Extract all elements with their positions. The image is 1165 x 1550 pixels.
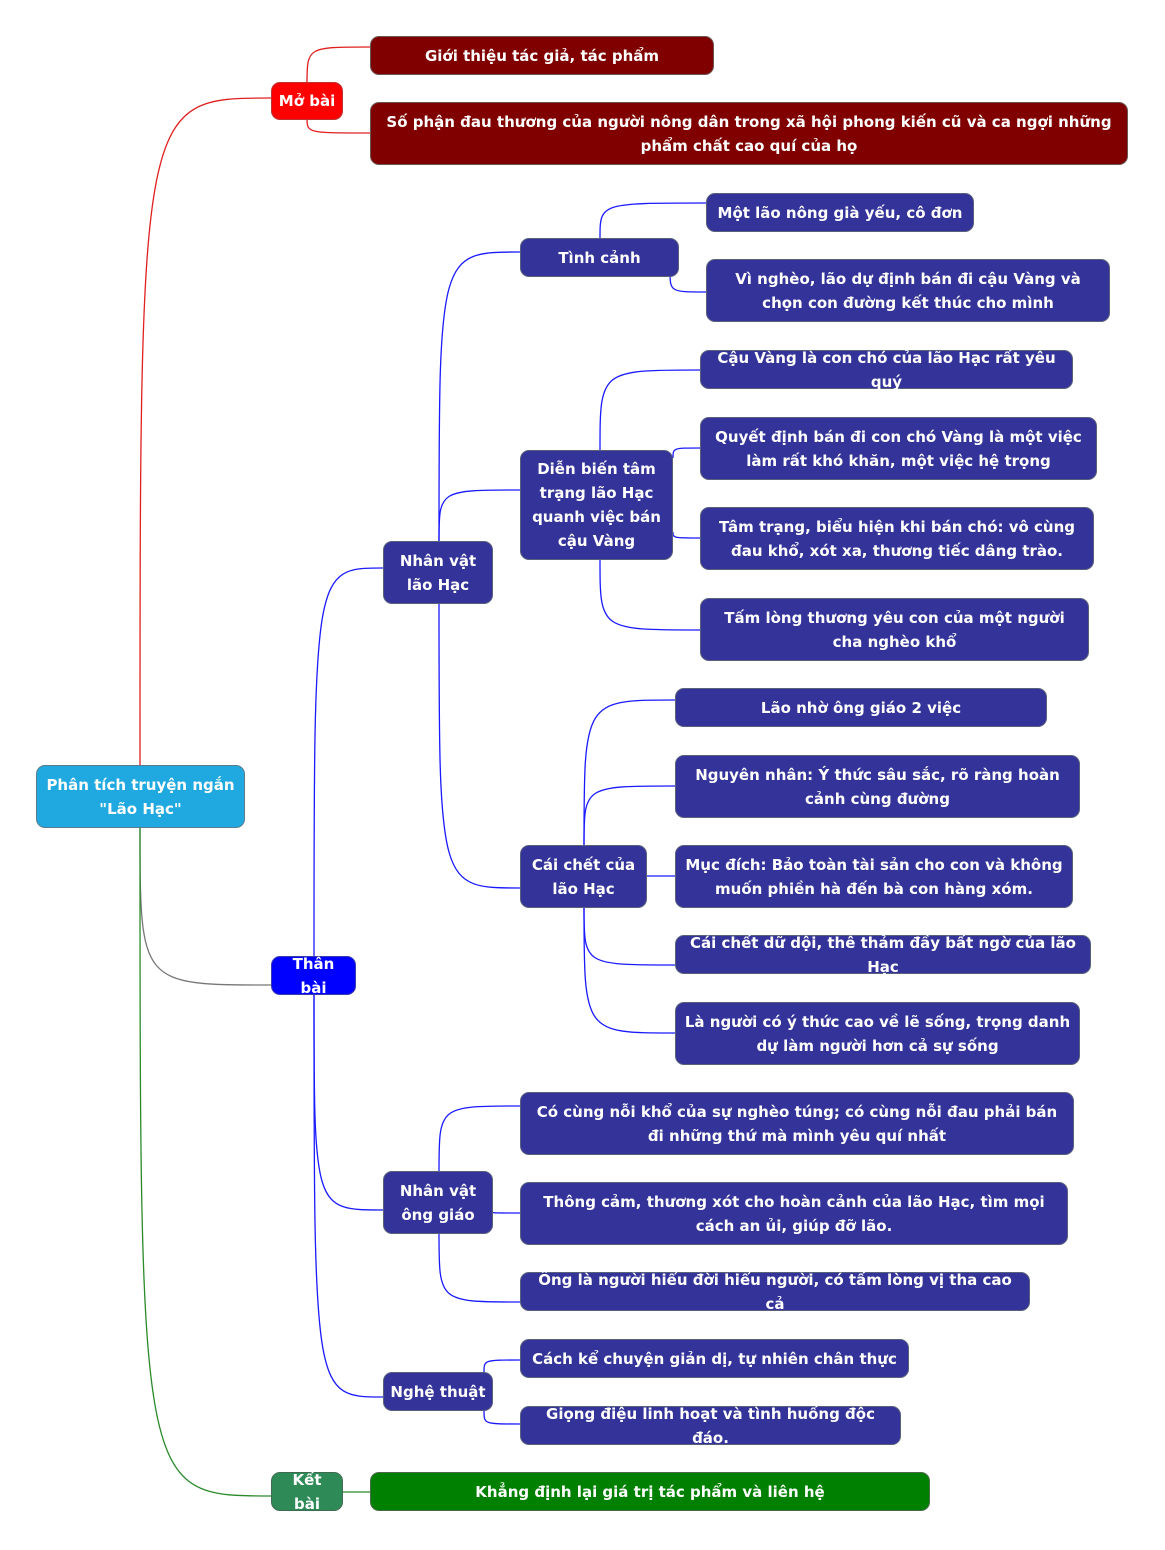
- link-than-topic: [313, 994, 384, 1398]
- topic-nhan-vat-ong-giao[interactable]: Nhân vật ông giáo: [383, 1171, 493, 1234]
- ket-bai-item[interactable]: Khẳng định lại giá trị tác phẩm và liên …: [370, 1472, 930, 1511]
- link-than-topic: [313, 994, 384, 1211]
- topic-cai-chet[interactable]: Cái chết của lão Hạc: [520, 845, 647, 908]
- nghe-thuat-item[interactable]: Giọng điệu linh hoạt và tình huống độc đ…: [520, 1405, 901, 1447]
- nghe-thuat-item[interactable]: Cách kể chuyện giản dị, tự nhiên chân th…: [520, 1339, 909, 1378]
- link-mo-item: [306, 46, 371, 85]
- branch-mo-bai[interactable]: Mở bài: [271, 82, 343, 120]
- ong-giao-item[interactable]: Có cùng nỗi khổ của sự nghèo túng; có cù…: [520, 1092, 1074, 1155]
- link-nghe-thuat-item: [483, 1410, 521, 1425]
- mo-bai-item[interactable]: Giới thiệu tác giả, tác phẩm: [370, 36, 714, 75]
- cai-chet-item[interactable]: Cái chết dữ dội, thê thảm đầy bất ngờ củ…: [675, 934, 1091, 976]
- link-ong-giao-item: [438, 1105, 521, 1172]
- topic-nghe-thuat[interactable]: Nghệ thuật: [383, 1372, 493, 1411]
- tinh-canh-item[interactable]: Một lão nông già yếu, cô đơn: [706, 193, 974, 232]
- cai-chet-item[interactable]: Nguyên nhân: Ý thức sâu sắc, rõ ràng hoà…: [675, 755, 1080, 818]
- link-mo-bai: [139, 97, 272, 766]
- link-ong-giao-item: [438, 1233, 521, 1303]
- topic-tinh-canh[interactable]: Tình cảnh: [520, 238, 679, 277]
- ong-giao-item[interactable]: Thông cảm, thương xót cho hoàn cảnh của …: [520, 1182, 1068, 1245]
- mo-bai-item[interactable]: Số phận đau thương của người nông dân tr…: [370, 102, 1128, 165]
- cai-chet-item[interactable]: Là người có ý thức cao về lẽ sống, trọng…: [675, 1002, 1080, 1065]
- link-dien-bien-item: [599, 369, 701, 451]
- link-cai-chet-item: [583, 785, 676, 846]
- ong-giao-item[interactable]: Ông là người hiểu đời hiểu người, có tấm…: [520, 1271, 1030, 1313]
- link-than-topic: [313, 567, 384, 957]
- link-lao-hac-sub: [438, 603, 521, 889]
- tinh-canh-item[interactable]: Vì nghèo, lão dự định bán đi cậu Vàng và…: [706, 259, 1110, 322]
- topic-nhan-vat-lao-hac[interactable]: Nhân vật lão Hạc: [383, 541, 493, 604]
- link-dien-bien-item: [672, 531, 701, 539]
- cai-chet-item[interactable]: Mục đích: Bảo toàn tài sản cho con và kh…: [675, 845, 1073, 908]
- dien-bien-item[interactable]: Quyết định bán đi con chó Vàng là một vi…: [700, 417, 1097, 480]
- link-dien-bien-item: [599, 559, 701, 631]
- link-cai-chet-item: [583, 907, 676, 1034]
- dien-bien-item[interactable]: Tấm lòng thương yêu con của một người ch…: [700, 598, 1089, 661]
- link-tinh-canh-item: [599, 202, 707, 239]
- link-cai-chet-item: [583, 699, 676, 846]
- link-mo-item: [306, 117, 371, 134]
- link-cai-chet-item: [583, 907, 676, 966]
- link-lao-hac-sub: [438, 251, 521, 542]
- branch-than-bai[interactable]: Thân bài: [271, 955, 356, 997]
- branch-ket-bai[interactable]: Kết bài: [271, 1471, 343, 1513]
- root-topic[interactable]: Phân tích truyện ngắn "Lão Hạc": [36, 765, 245, 828]
- link-ong-giao-item: [492, 1211, 521, 1214]
- dien-bien-item[interactable]: Cậu Vàng là con chó của lão Hạc rất yêu …: [700, 349, 1073, 391]
- link-than-bai: [139, 827, 272, 986]
- link-dien-bien-item: [672, 447, 701, 459]
- topic-dien-bien-tam-trang[interactable]: Diễn biến tâm trạng lão Hạc quanh việc b…: [520, 450, 673, 560]
- link-ket-bai: [139, 827, 272, 1497]
- dien-bien-item[interactable]: Tâm trạng, biểu hiện khi bán chó: vô cùn…: [700, 507, 1094, 570]
- cai-chet-item[interactable]: Lão nhờ ông giáo 2 việc: [675, 688, 1047, 727]
- link-nghe-thuat-item: [483, 1359, 521, 1373]
- link-lao-hac-sub: [438, 489, 521, 542]
